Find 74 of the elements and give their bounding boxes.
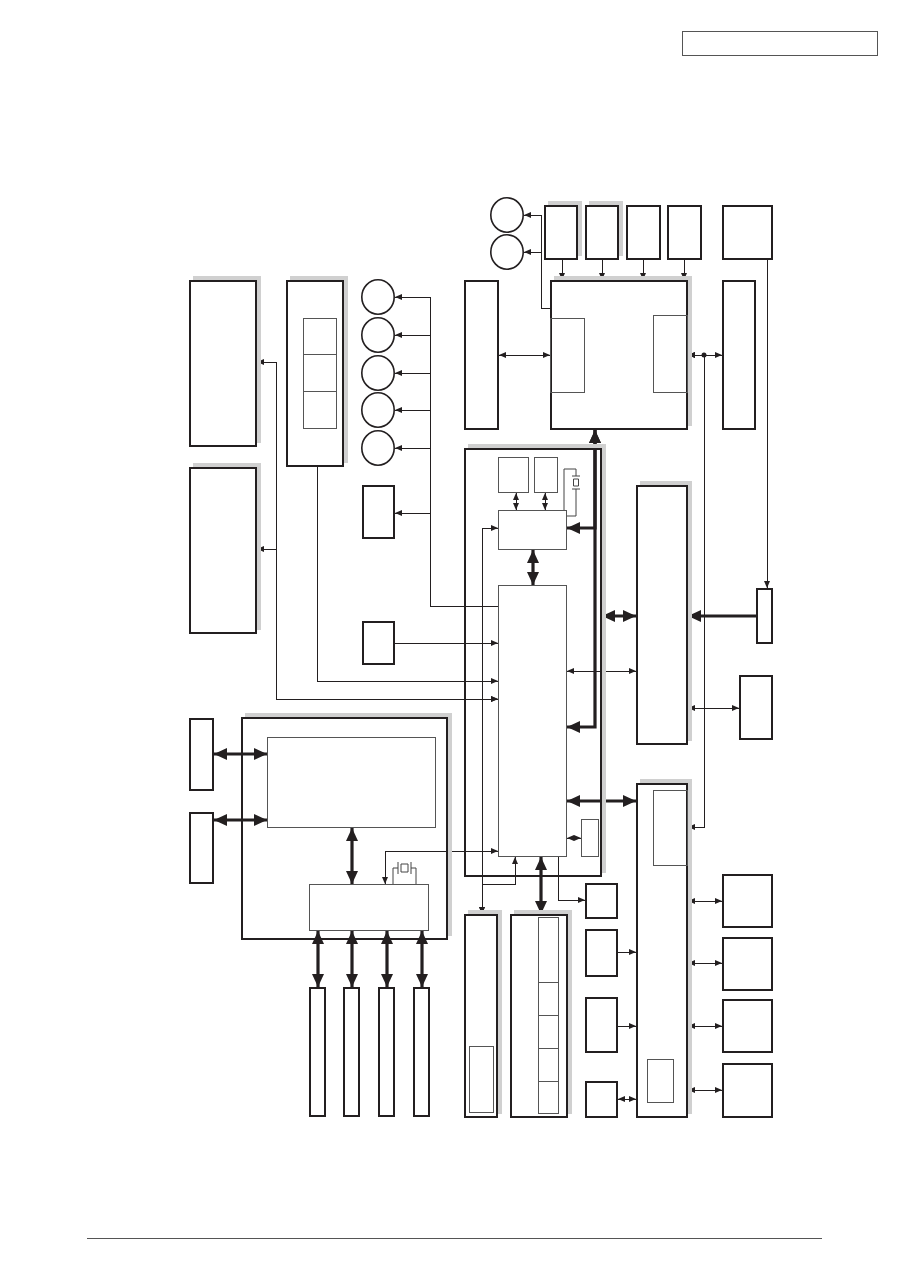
arrow	[617, 949, 637, 955]
sub-block	[498, 510, 567, 550]
sub-block	[303, 354, 337, 392]
arrow	[394, 510, 499, 607]
block	[585, 1081, 618, 1118]
block	[378, 987, 395, 1117]
block	[189, 812, 214, 884]
sub-block	[267, 737, 436, 828]
block	[722, 874, 773, 928]
thick-double-arrow	[214, 814, 267, 826]
block	[189, 718, 214, 791]
sub-block	[534, 457, 558, 493]
block	[585, 929, 618, 977]
double-arrow	[617, 1096, 637, 1102]
arrow	[557, 856, 586, 903]
sub-block	[538, 917, 559, 983]
arrow	[617, 1023, 637, 1029]
block	[626, 205, 661, 260]
thick-double-arrow	[416, 931, 428, 987]
sub-block	[303, 391, 337, 429]
double-arrow	[498, 352, 551, 358]
sub-block	[653, 315, 688, 393]
arrow	[394, 640, 499, 646]
circle-node	[361, 355, 395, 391]
thick-double-arrow	[567, 795, 636, 807]
block	[722, 999, 773, 1053]
block	[585, 997, 618, 1053]
circle-node	[361, 430, 395, 466]
sub-block	[498, 585, 567, 857]
circle-node	[490, 234, 524, 270]
block	[722, 937, 773, 991]
circle-node	[361, 317, 395, 353]
sub-block	[469, 1046, 494, 1113]
double-arrow	[566, 835, 582, 841]
block	[585, 883, 618, 919]
block	[667, 205, 702, 260]
block	[722, 205, 773, 260]
sub-block	[303, 318, 337, 355]
sub-block	[538, 1015, 559, 1049]
arrow	[764, 259, 770, 589]
block	[756, 588, 773, 644]
thick-double-arrow	[346, 931, 358, 987]
block	[722, 280, 756, 430]
double-arrow	[382, 848, 499, 885]
sub-block	[538, 1081, 559, 1114]
block	[464, 280, 499, 430]
block	[309, 987, 326, 1117]
sub-block	[653, 790, 688, 866]
sub-block	[647, 1059, 674, 1103]
double-arrow	[513, 492, 519, 511]
sub-block	[538, 982, 559, 1016]
double-arrow	[542, 492, 548, 511]
thick-double-arrow	[346, 828, 358, 884]
thick-double-arrow	[527, 550, 539, 585]
block	[343, 987, 360, 1117]
thick-double-arrow	[381, 931, 393, 987]
block	[362, 485, 395, 539]
sub-block	[309, 884, 429, 931]
arrow	[316, 466, 499, 684]
block	[722, 1063, 773, 1118]
thick-double-arrow	[567, 430, 601, 733]
circle-node	[361, 392, 395, 428]
circle-node	[361, 279, 395, 315]
sub-block	[581, 819, 599, 857]
block	[362, 621, 395, 665]
sub-block	[550, 318, 585, 393]
block	[413, 987, 430, 1117]
block	[739, 675, 773, 740]
sub-block	[538, 1048, 559, 1082]
circle-node	[490, 197, 524, 233]
thick-double-arrow	[214, 748, 267, 760]
thick-double-arrow	[312, 931, 324, 987]
sub-block	[498, 457, 529, 493]
double-arrow	[566, 668, 637, 674]
